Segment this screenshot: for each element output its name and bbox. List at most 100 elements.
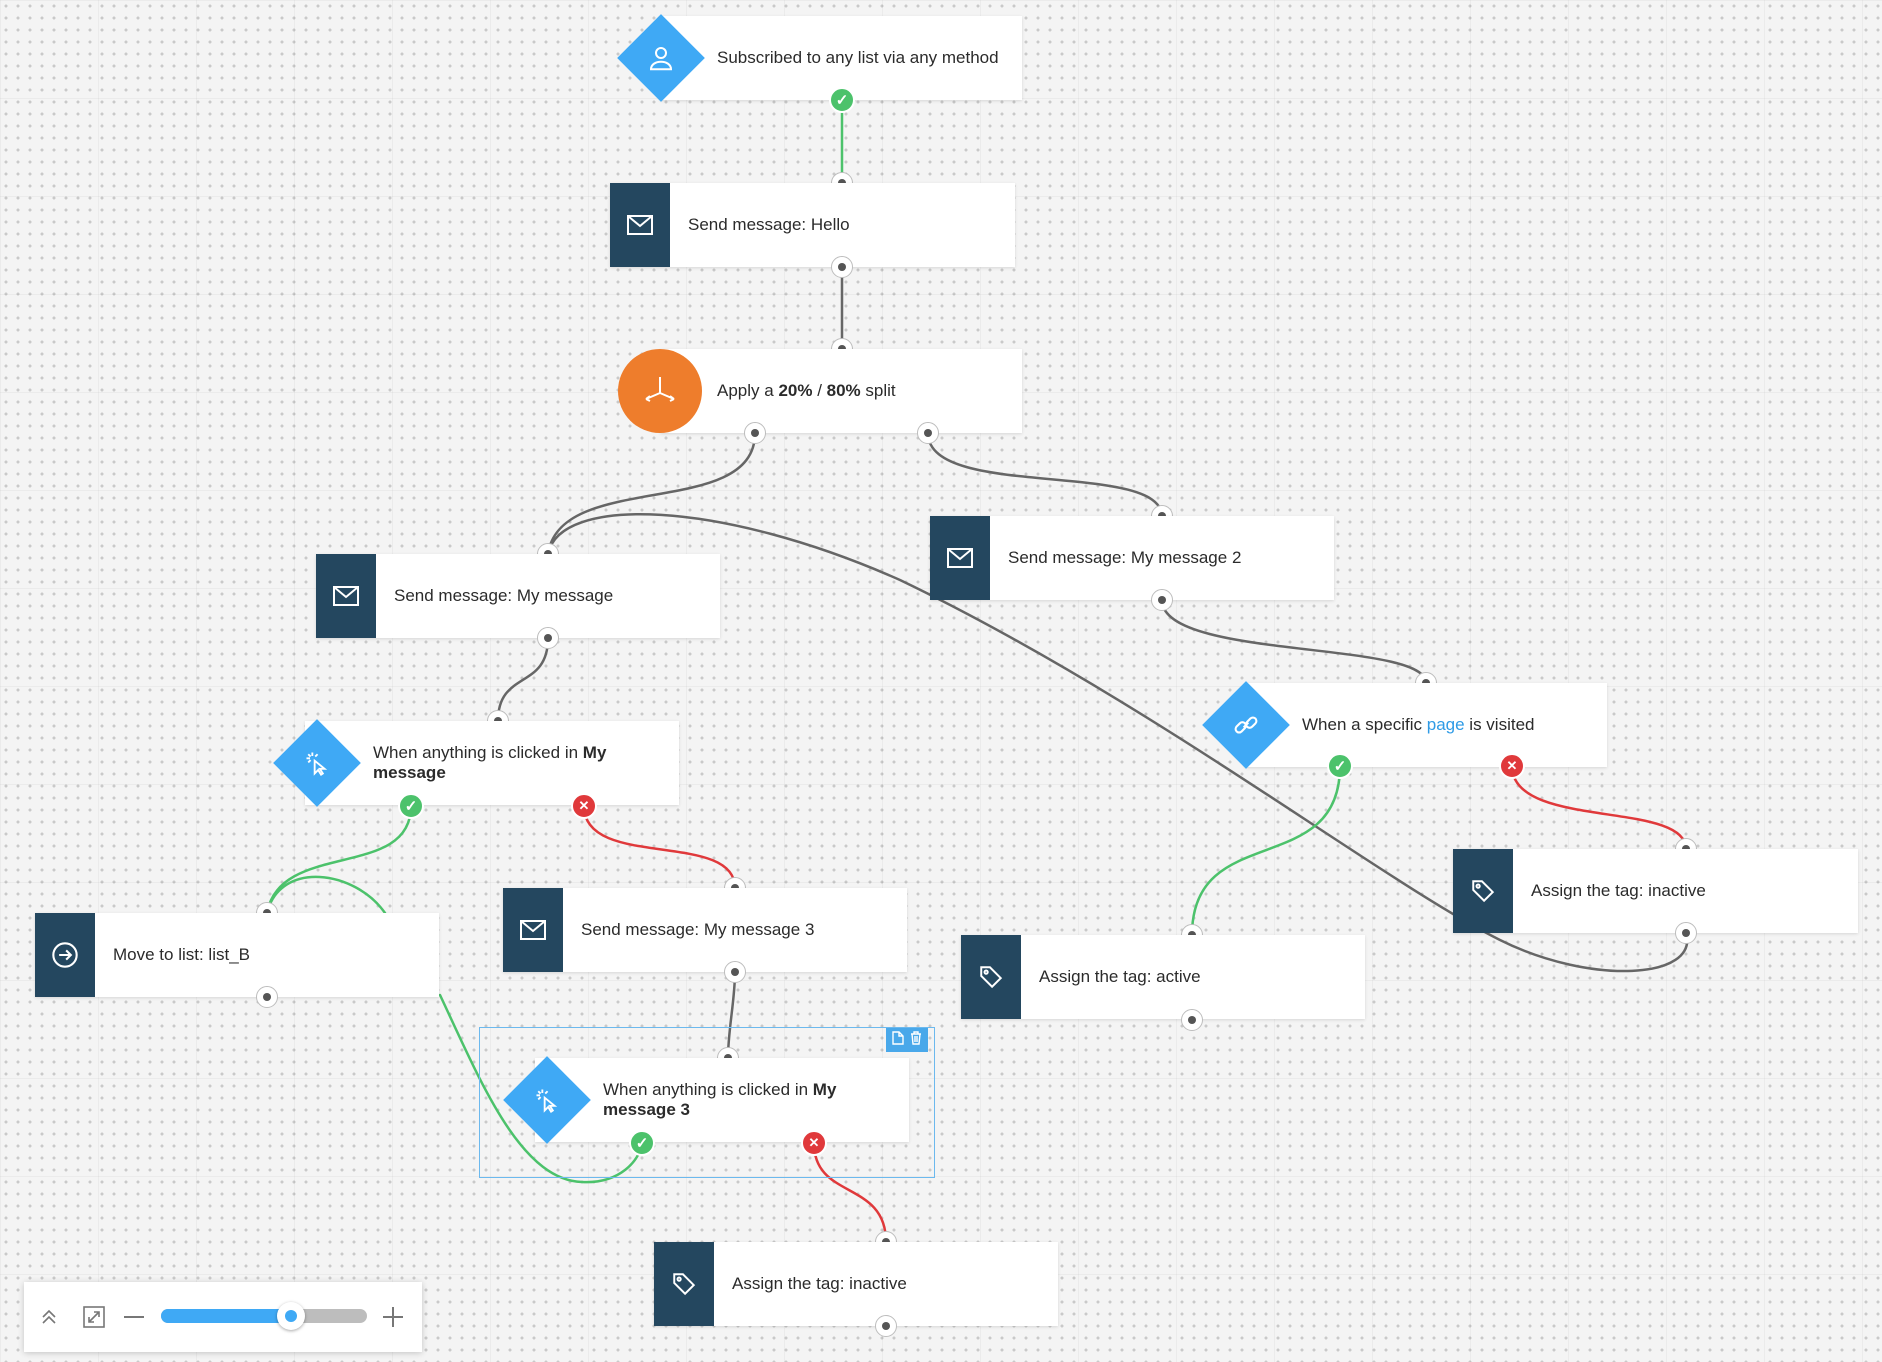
connector-my-message-2-to-page [1160, 598, 1428, 685]
click-diamond [273, 719, 361, 807]
no-cross-icon[interactable]: ✕ [1499, 753, 1525, 779]
split-b: 80% [826, 381, 861, 400]
trigger-label: Subscribed to any list via any method [717, 48, 999, 67]
envelope-icon [627, 215, 653, 235]
page-visited-label: When a specific page is visited [1245, 715, 1546, 735]
minus-icon[interactable] [122, 1306, 146, 1328]
output-port[interactable] [724, 961, 746, 983]
output-port-a[interactable] [744, 422, 766, 444]
copy-icon[interactable] [892, 1030, 904, 1050]
click-3-message-name: My message 3 [603, 1080, 837, 1119]
no-cross-icon[interactable]: ✕ [801, 1130, 827, 1156]
connector-split-to-my-message [546, 431, 757, 556]
click-my-message-node[interactable]: When anything is clicked in My message [305, 721, 679, 805]
send-my-message-3-node[interactable]: Send message: My message 3 [503, 888, 907, 972]
plus-icon[interactable] [380, 1304, 406, 1330]
send-hello-node[interactable]: Send message: Hello [610, 183, 1015, 267]
send-my-message-node[interactable]: Send message: My message [316, 554, 720, 638]
click-my-message-3-label: When anything is clicked in My message 3 [535, 1080, 909, 1120]
send-my-message-2-node[interactable]: Send message: My message 2 [930, 516, 1334, 600]
tag-inactive-right-label: Assign the tag: inactive [1531, 881, 1706, 900]
yes-check-icon[interactable]: ✓ [398, 793, 424, 819]
yes-check-icon[interactable]: ✓ [1327, 753, 1353, 779]
output-port[interactable] [1181, 1009, 1203, 1031]
page-visited-diamond [1202, 681, 1290, 769]
connector-my-message-to-click [496, 636, 550, 723]
zoom-slider-handle[interactable] [277, 1302, 305, 1330]
click-message-name: My message [373, 743, 607, 782]
connector-page-no-to-inactive [1510, 764, 1688, 851]
tag-inactive-bottom-label: Assign the tag: inactive [732, 1274, 907, 1293]
split-icon [645, 377, 675, 402]
zoom-slider-fill [161, 1309, 291, 1323]
click-my-message-3-node[interactable]: When anything is clicked in My message 3 [535, 1058, 909, 1142]
page-visited-node[interactable]: When a specific page is visited [1245, 683, 1607, 767]
cursor-click-icon [303, 749, 331, 777]
action-icon-box [503, 888, 563, 972]
tag-inactive-right-node[interactable]: Assign the tag: inactive [1453, 849, 1858, 933]
output-port[interactable] [1675, 922, 1697, 944]
split-sep: / [812, 381, 827, 400]
yes-check-icon[interactable]: ✓ [629, 1130, 655, 1156]
tag-icon [980, 966, 1003, 989]
link-icon [1232, 711, 1260, 739]
action-icon-box [610, 183, 670, 267]
action-icon-box [930, 516, 990, 600]
tag-active-label: Assign the tag: active [1039, 967, 1201, 986]
action-icon-box [1453, 849, 1513, 933]
output-port[interactable] [256, 986, 278, 1008]
page-visited-prefix: When a specific [1302, 715, 1427, 734]
connector-page-yes-to-active [1190, 764, 1342, 937]
zoom-toolbar [24, 1282, 422, 1352]
tag-active-node[interactable]: Assign the tag: active [961, 935, 1365, 1019]
connector-click-no-to-message-3 [582, 804, 737, 890]
output-port[interactable] [537, 627, 559, 649]
move-to-list-node[interactable]: Move to list: list_B [35, 913, 439, 997]
split-a: 20% [778, 381, 813, 400]
envelope-icon [947, 548, 973, 568]
split-label: Apply a 20% / 80% split [660, 381, 908, 401]
selection-toolbar [886, 1028, 928, 1052]
action-icon-box [961, 935, 1021, 1019]
output-port[interactable] [1151, 589, 1173, 611]
split-suffix: split [860, 381, 896, 400]
envelope-icon [333, 586, 359, 606]
output-port[interactable] [875, 1315, 897, 1337]
click-3-diamond [503, 1056, 591, 1144]
trash-icon[interactable] [910, 1030, 922, 1050]
tag-icon [1472, 880, 1495, 903]
yes-check-icon[interactable]: ✓ [829, 87, 855, 113]
action-icon-box [654, 1242, 714, 1326]
output-port[interactable] [831, 256, 853, 278]
person-icon [646, 43, 676, 73]
connector-click-yes-to-click-3 [265, 875, 644, 1184]
envelope-icon [520, 920, 546, 940]
connector-click-3-no-to-inactive [812, 1141, 888, 1244]
split-node[interactable]: Apply a 20% / 80% split [660, 349, 1022, 433]
zoom-slider[interactable] [161, 1302, 367, 1330]
connector-split-to-my-message-2 [926, 431, 1164, 518]
action-icon-box [316, 554, 376, 638]
split-prefix: Apply a [717, 381, 779, 400]
connector-click-yes-to-move [265, 804, 413, 915]
send-hello-label: Send message: Hello [688, 215, 850, 234]
send-my-message-2-label: Send message: My message 2 [1008, 548, 1242, 567]
move-arrow-icon [52, 942, 78, 968]
selection-box[interactable] [479, 1027, 935, 1178]
trigger-node[interactable]: Subscribed to any list via any method [660, 16, 1022, 100]
output-port-b[interactable] [917, 422, 939, 444]
click-prefix: When anything is clicked in [373, 743, 583, 762]
tag-inactive-bottom-node[interactable]: Assign the tag: inactive [654, 1242, 1058, 1326]
trigger-diamond [617, 14, 705, 102]
fit-screen-icon[interactable] [80, 1303, 108, 1331]
no-cross-icon[interactable]: ✕ [571, 793, 597, 819]
collapse-up-icon[interactable] [36, 1304, 62, 1330]
tag-icon [673, 1273, 696, 1296]
page-visited-suffix: is visited [1464, 715, 1535, 734]
connector-long-loop [546, 513, 1689, 973]
page-link[interactable]: page [1426, 715, 1465, 734]
split-circle [618, 349, 702, 433]
send-my-message-3-label: Send message: My message 3 [581, 920, 815, 939]
action-icon-box [35, 913, 95, 997]
